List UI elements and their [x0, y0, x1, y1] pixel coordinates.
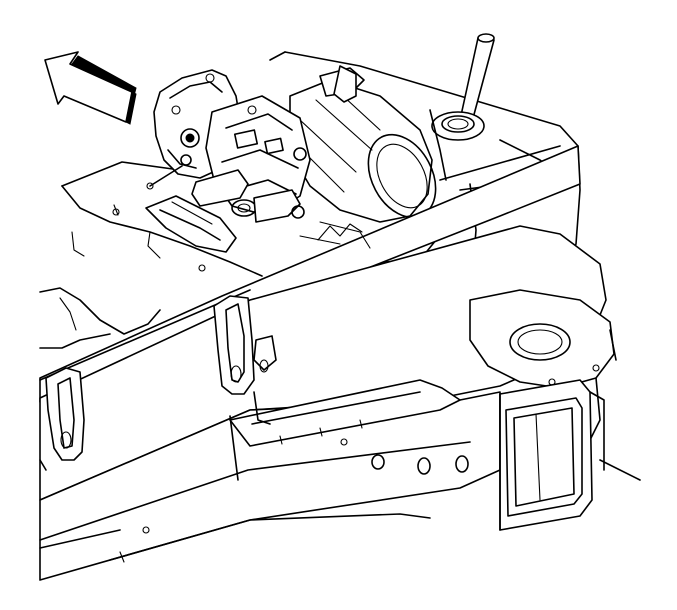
lower-bracket: [229, 379, 461, 447]
rail-tube-end: [499, 379, 641, 531]
rail-bracket: [253, 335, 277, 425]
filler-tube: [431, 33, 495, 141]
rail-lower-edge: [39, 459, 431, 563]
floor-pan: [39, 287, 161, 349]
air-compressor: [145, 65, 437, 253]
arrow-left-up-icon: [44, 51, 137, 125]
rail-slots: [45, 295, 255, 461]
